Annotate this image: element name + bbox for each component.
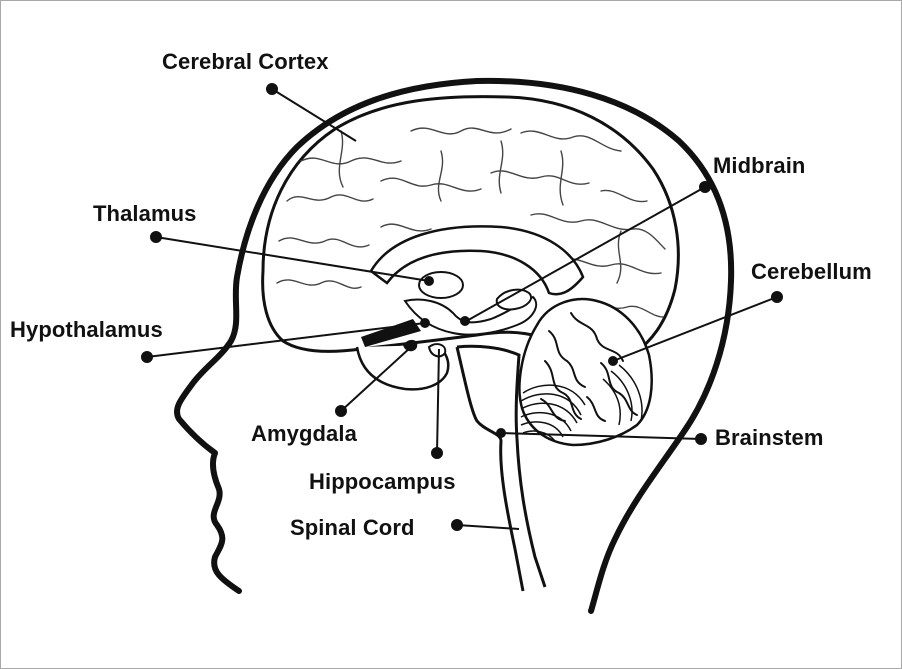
thalamus-shape	[419, 272, 463, 298]
hypothalamus-dot	[142, 352, 152, 362]
label-hypothalamus: Hypothalamus	[10, 317, 163, 343]
brainstem-end-dot	[497, 429, 505, 437]
cerebral-cortex-dot	[267, 84, 277, 94]
midbrain-dot	[700, 182, 710, 192]
label-cerebellum: Cerebellum	[751, 259, 872, 285]
label-cerebral-cortex: Cerebral Cortex	[162, 49, 329, 75]
spinal-cord-dot	[452, 520, 462, 530]
brainstem-dot	[696, 434, 706, 444]
label-spinal-cord: Spinal Cord	[290, 515, 415, 541]
thalamus-end-dot	[425, 277, 433, 285]
midbrain-end-dot	[461, 317, 469, 325]
cerebellum-dot	[772, 292, 782, 302]
label-midbrain: Midbrain	[713, 153, 805, 179]
hypothalamus-end-dot	[421, 319, 429, 327]
cerebellum-end-dot	[609, 357, 617, 365]
amygdala-dot	[336, 406, 346, 416]
label-thalamus: Thalamus	[93, 201, 197, 227]
label-amygdala: Amygdala	[251, 421, 357, 447]
spinal-cord-shape	[457, 347, 523, 591]
label-brainstem: Brainstem	[715, 425, 824, 451]
label-hippocampus: Hippocampus	[309, 469, 456, 495]
thalamus-dot	[151, 232, 161, 242]
hippocampus-dot	[432, 448, 442, 458]
